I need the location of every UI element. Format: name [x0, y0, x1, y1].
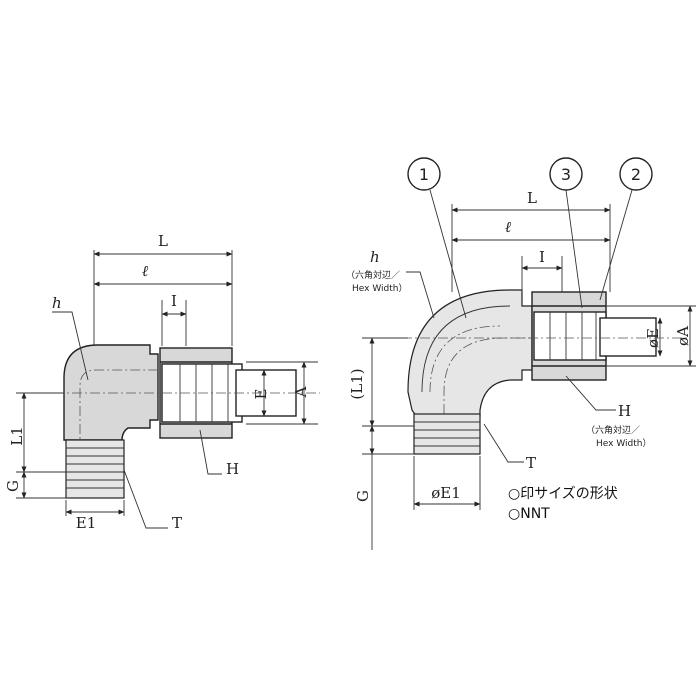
- right-label-A: øA: [674, 326, 692, 346]
- right-callout-2: [619, 157, 653, 191]
- right-callout-3-label: 3: [561, 165, 571, 184]
- right-label-H-note2: Hex Width）: [596, 438, 651, 449]
- right-label-L: L: [527, 189, 537, 207]
- right-label-T: T: [526, 454, 536, 472]
- left-label-E1: E1: [76, 514, 97, 532]
- right-callout-1-label: 1: [419, 165, 429, 184]
- right-label-l: ℓ: [505, 218, 511, 236]
- right-label-h: h: [370, 248, 380, 266]
- note-line-2: ○NNT: [508, 506, 550, 522]
- left-label-T: T: [172, 514, 182, 532]
- right-elbow-body: [407, 289, 533, 417]
- right-label-G: G: [354, 490, 372, 502]
- right-label-E: øE: [644, 328, 662, 348]
- left-label-L1: L1: [8, 426, 26, 446]
- left-label-A: A: [292, 386, 310, 398]
- right-thread-end: [413, 413, 481, 455]
- right-leader-3: [565, 189, 583, 309]
- left-label-G: G: [4, 480, 22, 492]
- left-label-L: L: [158, 232, 168, 250]
- right-leader-1: [429, 189, 467, 319]
- right-elbow-view: 1 3 2 L ℓ I h （六角対辺／ Hex Width） øE øA: [346, 157, 696, 550]
- right-label-H: H: [618, 402, 631, 420]
- right-leader-2: [599, 189, 633, 301]
- right-bore-secondary: [429, 325, 501, 393]
- right-elbow-inner-line: [421, 305, 511, 393]
- right-tube: [599, 317, 657, 357]
- right-sleeve: [533, 311, 607, 361]
- right-leader-h: [406, 271, 435, 319]
- left-label-l: ℓ: [142, 262, 148, 280]
- right-label-h-note: （六角対辺／: [346, 269, 400, 281]
- right-thread-lines: [414, 421, 480, 447]
- right-label-E1: øE1: [431, 484, 461, 502]
- right-callout-2-label: 2: [631, 165, 641, 184]
- right-leader-T: [483, 423, 524, 463]
- right-label-I: I: [539, 248, 545, 266]
- left-elbow-view: L ℓ I h E A L1 G H: [4, 232, 320, 532]
- left-elbow-body: [63, 344, 159, 441]
- left-label-H: H: [226, 460, 239, 478]
- right-callout-1: [407, 157, 441, 191]
- left-label-h: h: [52, 294, 62, 312]
- right-label-H-note: （六角対辺／: [586, 424, 640, 436]
- left-thread-lines: [66, 447, 124, 489]
- left-elbow-bore: [79, 369, 168, 470]
- left-leader-H: [199, 429, 222, 475]
- right-leader-H: [565, 375, 616, 411]
- left-leader-h: [52, 311, 89, 381]
- left-thread-end: [65, 439, 125, 499]
- right-label-h-note2: Hex Width）: [352, 283, 407, 294]
- note-line-1: ○印サイズの形状: [508, 486, 618, 502]
- left-label-I: I: [171, 292, 177, 310]
- right-label-L1: (L1): [348, 368, 366, 399]
- left-label-E: E: [252, 389, 270, 400]
- left-leader-T: [123, 469, 168, 529]
